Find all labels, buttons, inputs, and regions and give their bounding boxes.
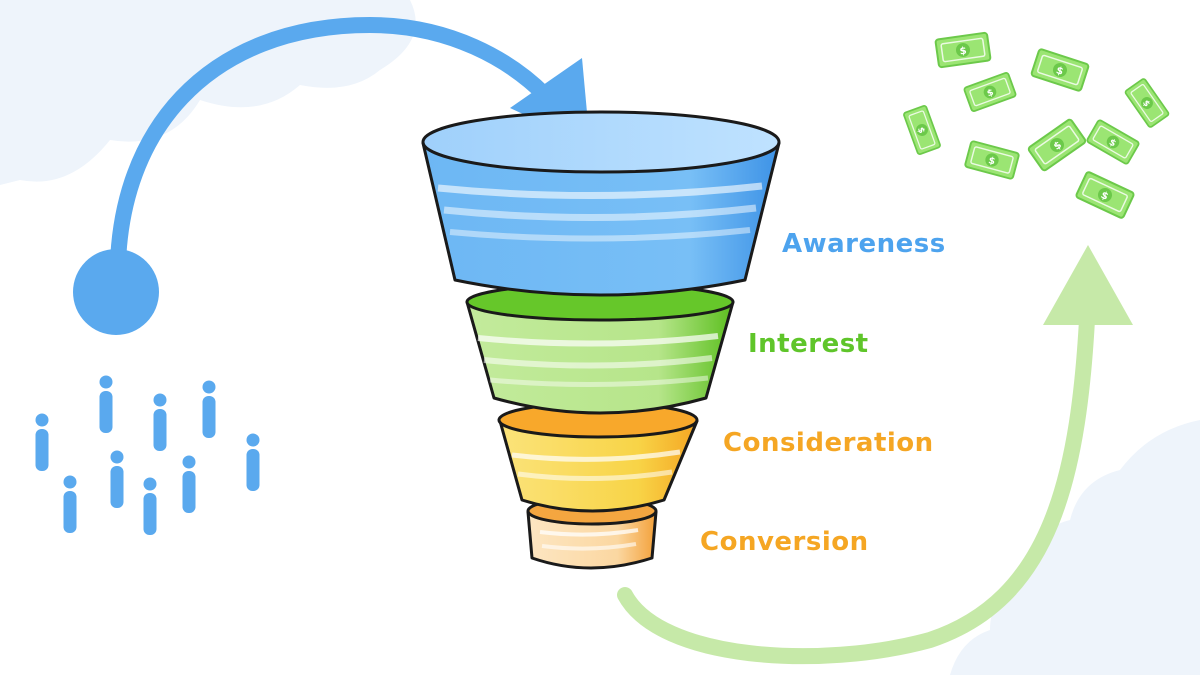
audience-group	[35, 375, 260, 535]
conversion-label: Conversion	[700, 527, 869, 557]
entry-point-dot	[73, 249, 159, 335]
funnel-stage-consideration	[497, 401, 699, 513]
awareness-label: Awareness	[782, 229, 946, 259]
funnel-stage-interest	[465, 282, 735, 415]
funnel	[421, 110, 781, 570]
interest-label: Interest	[748, 329, 869, 359]
revenue-arrow	[617, 245, 1133, 665]
background-cloud-left	[0, 0, 416, 185]
money-cloud	[902, 31, 1171, 220]
funnel-stage-awareness	[421, 110, 781, 297]
background-cloud-right	[950, 420, 1200, 675]
consideration-label: Consideration	[723, 428, 934, 458]
